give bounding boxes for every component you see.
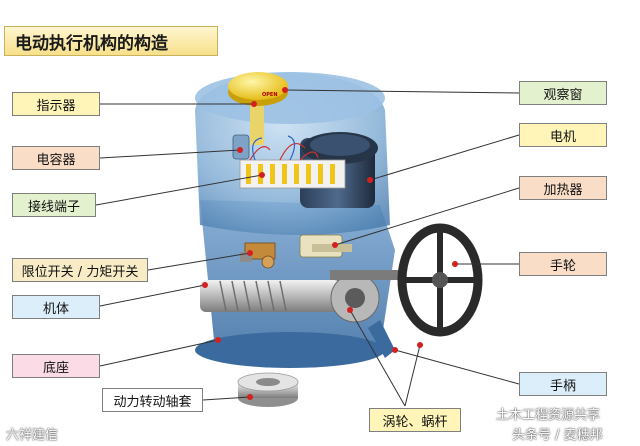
watermark-right-2: 头条号 / 麦穗邦 <box>512 424 603 443</box>
label-limit-switch: 限位开关 / 力矩开关 <box>12 258 148 282</box>
label-motor: 电机 <box>519 123 607 147</box>
watermark-right-1: 土木工程资源共享 <box>496 404 600 423</box>
label-body: 机体 <box>12 295 100 319</box>
label-drive-sleeve: 动力转动轴套 <box>102 388 203 412</box>
capacitor-part <box>233 135 249 159</box>
label-base: 底座 <box>12 354 100 378</box>
label-handle: 手柄 <box>519 372 607 396</box>
handwheel-part <box>402 228 478 332</box>
label-terminal: 接线端子 <box>12 193 96 217</box>
label-worm-gear: 涡轮、蜗杆 <box>369 408 461 432</box>
label-capacitor: 电容器 <box>12 146 100 170</box>
label-window: 观察窗 <box>519 81 607 105</box>
dial-open-text: OPEN <box>262 92 278 98</box>
label-heater: 加热器 <box>519 176 607 200</box>
drive-sleeve-part <box>238 373 298 407</box>
watermark-left: 六祥建信 <box>6 424 58 443</box>
label-indicator: 指示器 <box>12 92 100 116</box>
label-handwheel: 手轮 <box>519 252 607 276</box>
